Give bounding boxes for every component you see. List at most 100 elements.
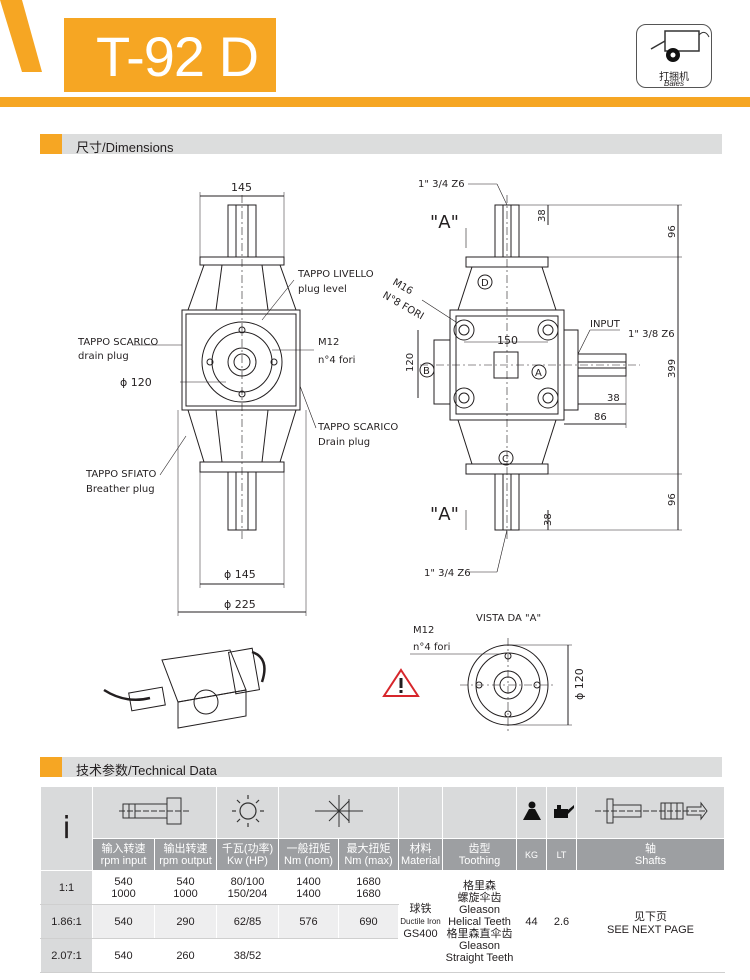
col-kg: KG [516,838,547,871]
input-shaft-spec: 1" 3/8 Z6 [628,329,675,340]
table-row: 1:1 540 1000 540 1000 80/100 150/204 140… [40,870,725,973]
side-dim-399: 399 [667,359,678,378]
nom-cell: 576 [278,904,339,939]
tappo-scarico-right-label: TAPPO SCARICO [317,422,398,433]
view-a-marker-bottom: "A" [430,504,459,525]
ratio-cell: 1.86:1 [40,904,93,939]
technical-heading: 技术参数/Technical Data [76,763,217,778]
nom-cell [278,938,339,973]
col-lt: LT [546,838,577,871]
isometric-sketch [103,647,266,729]
max-cell: 1680 1680 [338,870,399,905]
rpm-out-cell: 260 [154,938,217,973]
side-dim-150: 150 [497,334,518,347]
ratio-cell: 1:1 [40,870,93,905]
tappo-sfiato-label: TAPPO SFIATO [85,469,157,480]
n8-fori-label: N°8 FORI [381,290,426,322]
tappo-livello-label: TAPPO LIVELLO [297,269,374,280]
col-kw-hp: 千瓦(功率)Kw (HP) [216,838,279,871]
kw-cell: 62/85 [216,904,279,939]
badge-en: Bales [663,79,684,88]
ratio-header: i [40,786,93,871]
oil-can-icon [546,786,577,839]
page-header: T-92 D 打捆机 Bales [0,0,750,100]
front-view [132,192,317,616]
bottom-dim-38: 38 [543,513,554,526]
dimensions-section-bar: 尺寸/Dimensions [40,134,722,155]
plug-level-label: plug level [298,284,347,295]
kg-cell: 44 [516,870,547,973]
badge-cn: 打捆机 [659,72,689,83]
max-cell: 690 [338,904,399,939]
top-dim-38: 38 [537,209,548,222]
weight-icon [516,786,547,839]
vista-title: VISTA DA "A" [476,613,541,624]
front-phi145: ϕ 145 [224,568,256,581]
bales-badge: 打捆机 Bales [636,24,712,88]
header-stripe [0,97,750,107]
marker-c: C [502,454,509,465]
section-marker [40,757,62,777]
breather-plug-label: Breather plug [86,484,155,495]
power-sun-icon [216,786,279,839]
toothing-cell: 格里森 螺旋伞齿 Gleason Helical Teeth 格里森直伞齿 Gl… [442,870,517,973]
marker-a: A [535,368,542,379]
top-shaft-spec: 1" 3/4 Z6 [418,179,465,190]
tappo-scarico-left-label: TAPPO SCARICO [77,337,158,348]
vista-m12: M12 [413,625,434,636]
lt-cell: 2.6 [546,870,577,973]
rpm-out-cell: 290 [154,904,217,939]
marker-b: B [423,366,430,377]
vista-phi120: ϕ 120 [573,668,586,700]
bottom-dim-96: 96 [667,493,678,506]
material-icon-cell [398,786,443,839]
section-marker [40,134,62,154]
front-dim-145: 145 [231,181,252,194]
drain-plug-right-label: Drain plug [318,437,370,448]
header-slash-graphic [0,0,42,72]
kw-cell: 38/52 [216,938,279,973]
top-dim-96: 96 [667,225,678,238]
shaft-rpm-icon [92,786,217,839]
toothing-icon-cell [442,786,517,839]
technical-section-bar: 技术参数/Technical Data [40,757,722,778]
view-a-marker-top: "A" [430,212,459,233]
dimensions-heading: 尺寸/Dimensions [76,140,174,155]
nom-cell: 1400 1400 [278,870,339,905]
max-cell [338,938,399,973]
front-phi225: ϕ 225 [224,598,256,611]
torque-icon [278,786,399,839]
table-row: 2.07:1 540 260 38/52 [40,938,725,973]
kw-cell: 80/100 150/204 [216,870,279,905]
side-dim-120: 120 [405,353,416,372]
vista-n4-fori: n°4 fori [413,642,450,653]
side-view [417,183,682,573]
warning-icon [382,668,420,697]
input-dim-38: 38 [607,393,620,404]
ratio-cell: 2.07:1 [40,938,93,973]
shaft-detail-icon [576,786,725,839]
vista-view [410,638,572,732]
baler-icon [650,30,710,62]
table-icon-row: i [40,786,725,871]
rpm-in-cell: 540 1000 [92,870,155,905]
title-box [64,18,276,92]
front-m12-label: M12 [318,337,339,348]
technical-drawing: 145 TAPPO LIVELLO plug level TAPPO SCARI… [77,179,682,732]
rpm-out-cell: 540 1000 [154,870,217,905]
input-label: INPUT [590,319,621,330]
front-n4-fori-label: n°4 fori [318,355,355,366]
model-title: T-92 D [96,25,259,88]
input-dim-86: 86 [594,412,607,423]
table-row: 1.86:1 540 290 62/85 576 690 [40,904,725,939]
